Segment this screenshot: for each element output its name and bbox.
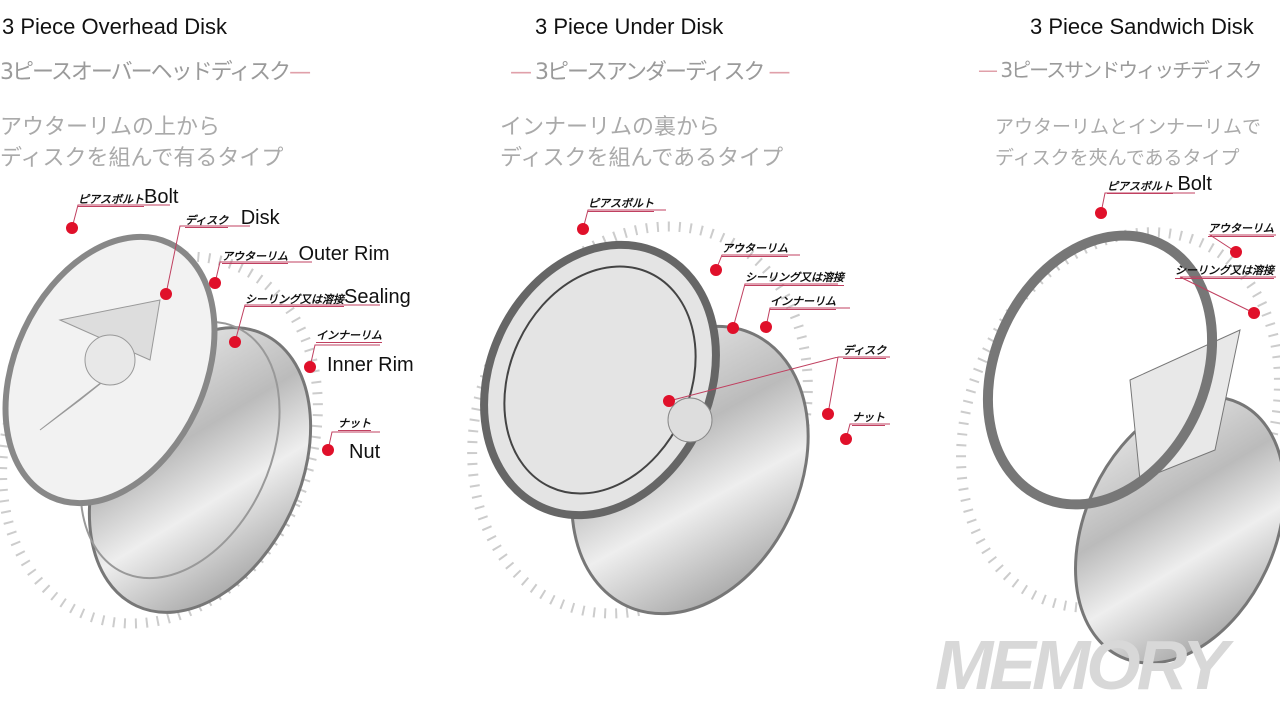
label-en: Outer Rim xyxy=(298,243,390,265)
label-sealing: シーリング又は溶接Sealing xyxy=(245,286,411,309)
panel-3-title-jp: — 3ピースサンドウィッチディスク xyxy=(978,54,1263,83)
panel-1-title-jp-text: 3ピースオーバーヘッドディスク xyxy=(0,60,291,85)
label-jp: シーリング又は溶接 xyxy=(245,293,344,307)
label-sealing-jp: シーリング又は溶接 xyxy=(745,271,844,286)
sandwich-disk-wheel xyxy=(956,227,1280,665)
label-outer-rim-jp: アウターリム xyxy=(1208,222,1274,237)
panel-1-title: 3 Piece Overhead Disk xyxy=(2,14,227,39)
label-disk-jp: ディスク xyxy=(843,344,887,359)
under-disk-wheel xyxy=(467,221,813,619)
desc-line: アウターリムとインナーリムで xyxy=(995,116,1262,138)
panel-3-description: アウターリムとインナーリムでディスクを夾んであるタイプ xyxy=(995,112,1261,174)
label-nut: Nut xyxy=(349,441,381,463)
leader-lines xyxy=(71,192,1276,451)
markers xyxy=(66,207,1260,456)
overhead-disk-wheel xyxy=(0,233,323,629)
panel-2-title-jp: — 3ピースアンダーディスク — xyxy=(510,54,790,86)
desc-line: ディスクを夾んであるタイプ xyxy=(995,147,1240,169)
panel-2-title-jp-text: 3ピースアンダーディスク xyxy=(535,60,765,85)
label-outer-rim: アウターリム Outer Rim xyxy=(222,243,390,266)
label-jp: インナーリム xyxy=(316,329,382,343)
panel-3-title: 3 Piece Sandwich Disk xyxy=(1030,14,1254,39)
desc-line: インナーリムの裏から xyxy=(500,115,721,140)
label-bolt-jp: ピアスボルト xyxy=(588,197,654,212)
label-en: Bolt xyxy=(1177,173,1212,195)
label-en: Bolt xyxy=(144,186,179,208)
panel-2-title: 3 Piece Under Disk xyxy=(535,14,724,39)
title-dash: — xyxy=(763,60,790,85)
label-bolt: ピアスボルト Bolt xyxy=(1107,173,1212,196)
label-sealing-jp: シーリング又は溶接 xyxy=(1175,264,1274,279)
label-jp: ナット xyxy=(338,417,371,431)
panel-1-title-jp: 3ピースオーバーヘッドディスク— xyxy=(0,54,311,86)
desc-line: ディスクを組んで有るタイプ xyxy=(0,146,284,171)
title-dash: — xyxy=(978,58,1001,82)
label-jp: ピアスボルト xyxy=(78,193,144,207)
panel-3-title-jp-text: 3ピースサンドウィッチディスク xyxy=(1000,58,1262,82)
label-bolt: ピアスボルトBolt xyxy=(78,186,178,209)
label-nut-jp: ナット xyxy=(338,414,371,432)
label-inner-rim-jp: インナーリム xyxy=(316,326,382,344)
desc-line: ディスクを組んであるタイプ xyxy=(500,146,784,171)
label-inner-rim: Inner Rim xyxy=(327,354,414,376)
label-outer-rim-jp: アウターリム xyxy=(722,242,788,257)
label-jp: アウターリム xyxy=(222,250,288,264)
label-jp: ディスク xyxy=(185,214,229,228)
label-disk: ディスク Disk xyxy=(185,207,280,230)
panel-1-description: アウターリムの上からディスクを組んで有るタイプ xyxy=(0,112,283,174)
panel-2-description: インナーリムの裏からディスクを組んであるタイプ xyxy=(500,112,783,174)
title-dash: — xyxy=(289,60,311,85)
label-en: Sealing xyxy=(344,286,411,308)
label-nut-jp: ナット xyxy=(852,411,885,426)
title-dash: — xyxy=(510,60,535,85)
label-inner-rim-jp: インナーリム xyxy=(770,295,836,310)
label-jp: ピアスボルト xyxy=(1107,180,1173,194)
watermark-logo: MEMORY xyxy=(935,626,1229,704)
label-en: Disk xyxy=(240,207,280,229)
desc-line: アウターリムの上から xyxy=(0,115,221,140)
